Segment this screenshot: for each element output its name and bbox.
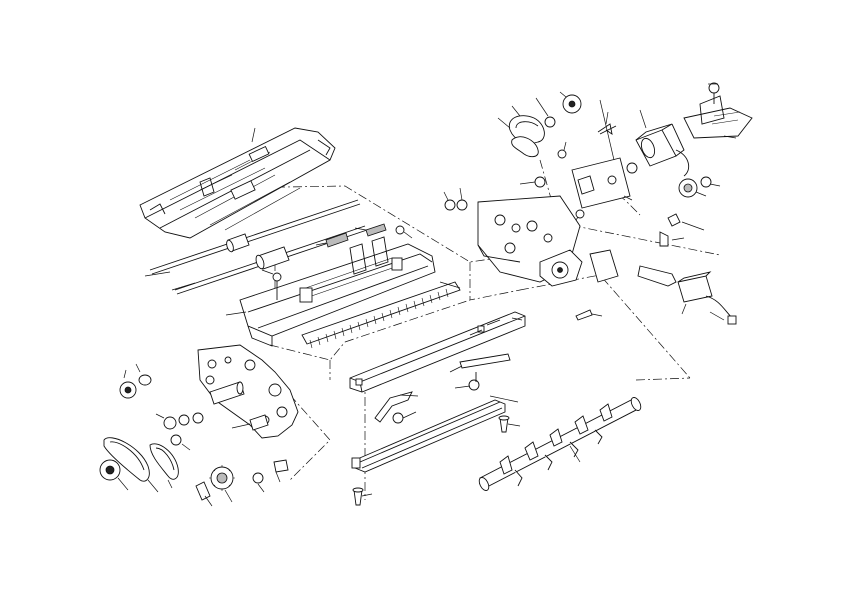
support-bar xyxy=(349,311,526,393)
cam-shaft xyxy=(478,397,642,491)
lower-guide-rail xyxy=(351,395,519,473)
main-chassis-frame xyxy=(225,223,436,347)
roller-shafts xyxy=(144,199,368,295)
motor-assembly xyxy=(571,99,690,209)
pins xyxy=(352,309,603,506)
top-right-gears-belts xyxy=(443,91,721,247)
left-side-plate xyxy=(197,344,299,439)
top-cover xyxy=(139,127,336,239)
comb-strip xyxy=(301,281,461,349)
solenoid-unit xyxy=(637,265,737,325)
left-gears-belts xyxy=(99,363,289,507)
center-brackets xyxy=(374,353,511,424)
right-side-frame xyxy=(477,195,619,287)
mounting-bracket xyxy=(683,82,753,139)
